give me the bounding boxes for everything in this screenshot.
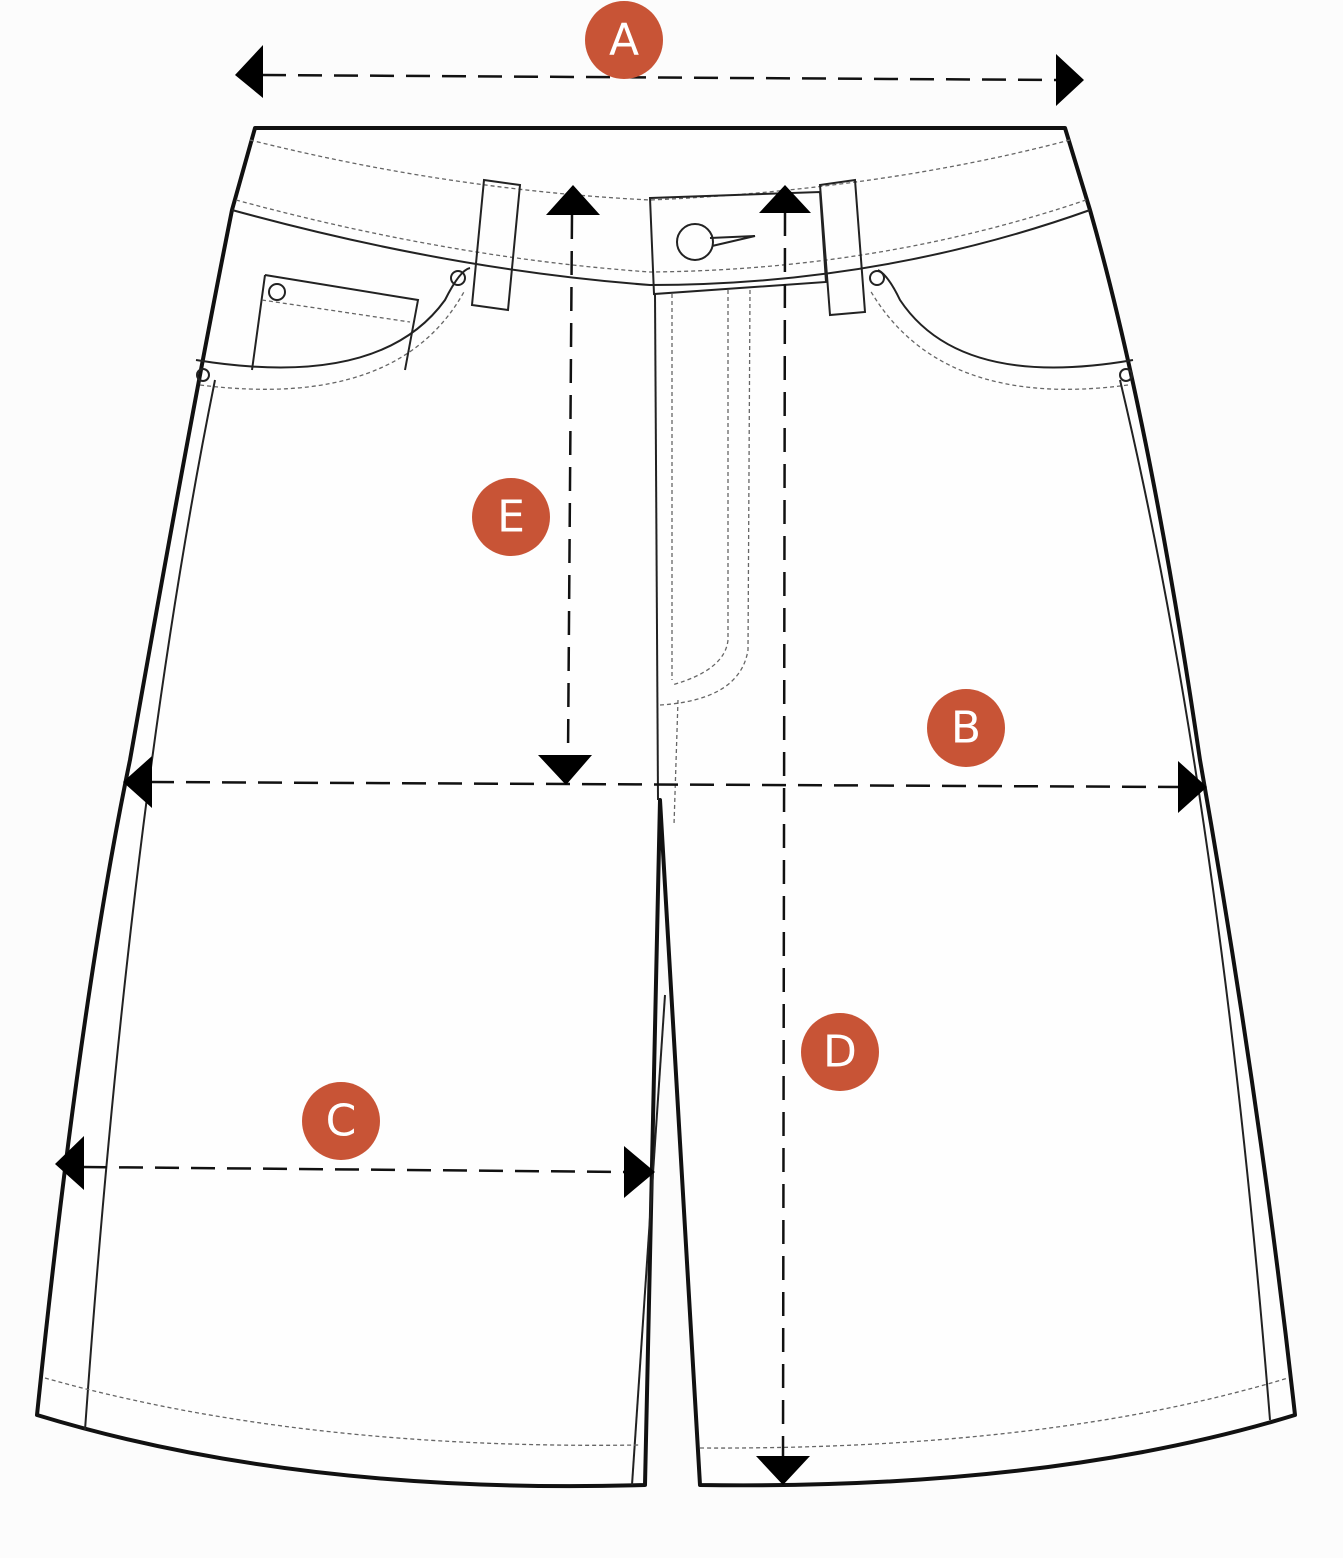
coin-pocket-stitch [261,299,411,323]
label-a-text: A [609,15,639,66]
fly-tab [648,190,828,296]
measure-line-b [149,780,1181,789]
shorts-drawing [35,126,1297,1489]
hem-stitch-left [44,1377,641,1446]
rivet-icon [196,368,210,382]
waistband-top-stitch [249,139,1071,201]
fly-stitch-outer [659,289,751,706]
measure-line-a [261,73,1059,82]
rivet-icon [450,270,466,286]
rivet-icon [268,283,286,301]
rivet-icon [1119,368,1133,382]
belt-loop-left [470,178,522,312]
label-badge [927,689,1005,767]
side-seam-left [84,379,216,1431]
label-b-text: B [951,703,981,754]
waistband-bottom-stitch [235,199,1087,273]
fly-stitch-inner [671,290,729,686]
label-c-text: C [326,1096,357,1147]
label-a: A [585,1,663,79]
pocket-right [877,269,1134,369]
button-icon [676,223,714,261]
label-badge [585,1,663,79]
measurement-lines [55,45,1207,1485]
side-seam-right [1119,379,1271,1421]
measure-line-c [82,1165,628,1174]
label-c: C [302,1082,380,1160]
label-badge [302,1082,380,1160]
pocket-left-stitch [199,289,466,390]
label-d: D [801,1013,879,1091]
label-e-text: E [497,492,525,543]
fly-seam [654,293,659,801]
label-d-text: D [823,1027,857,1078]
label-badge [801,1013,879,1091]
rivet-icon [869,270,885,286]
hem-stitch-right [699,1377,1289,1449]
measure-line-e [566,214,574,757]
label-badge [472,478,550,556]
buttonhole [709,235,756,247]
shorts-outline [35,126,1297,1489]
waistband-bottom [231,209,1091,287]
label-b: B [927,689,1005,767]
belt-loop-right [818,178,867,317]
label-e: E [472,478,550,556]
inseam-left [631,994,666,1486]
measure-line-d [781,211,787,1457]
coin-pocket [251,274,420,371]
